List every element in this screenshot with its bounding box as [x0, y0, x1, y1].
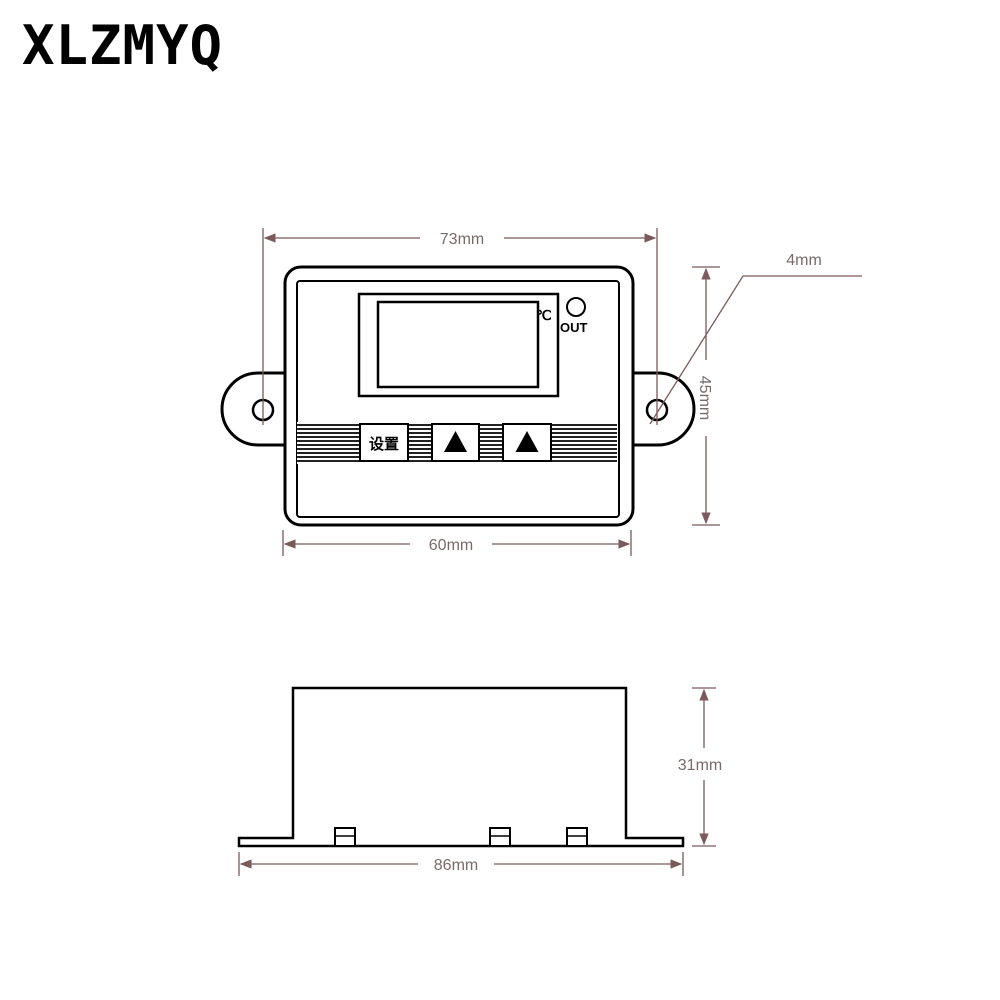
dimension-label-45: 45mm: [696, 376, 713, 420]
celsius-unit-label: ℃: [536, 307, 552, 323]
up-button-1[interactable]: [431, 423, 480, 462]
controller-body-inner: [296, 280, 620, 518]
dimension-label-4: 4mm: [786, 252, 822, 269]
side-terminal-2: [489, 827, 511, 847]
side-view-outline: [237, 686, 685, 848]
display-screen: [376, 300, 540, 389]
up-triangle-icon: [444, 431, 467, 452]
side-view: [237, 686, 685, 848]
side-terminal-3: [566, 827, 588, 847]
out-indicator-led: [566, 297, 586, 317]
front-dimensions: [262, 228, 862, 556]
side-terminal-1: [334, 827, 356, 847]
set-button-label: 设置: [369, 435, 399, 453]
dimension-label-86: 86mm: [434, 857, 478, 874]
dimension-label-60: 60mm: [429, 537, 473, 554]
brand-logo-text: XLZMYQ: [22, 14, 224, 77]
dimension-label-31: 31mm: [678, 757, 722, 774]
hole-leader-line: [649, 275, 744, 425]
set-button[interactable]: 设置: [359, 423, 409, 462]
front-view: ℃ OUT 设置: [220, 265, 696, 527]
dimension-label-73: 73mm: [440, 231, 484, 248]
out-indicator-label: OUT: [560, 320, 588, 335]
up-triangle-icon: [515, 431, 539, 452]
up-button-2[interactable]: [502, 423, 552, 462]
side-dimensions: [238, 687, 716, 876]
